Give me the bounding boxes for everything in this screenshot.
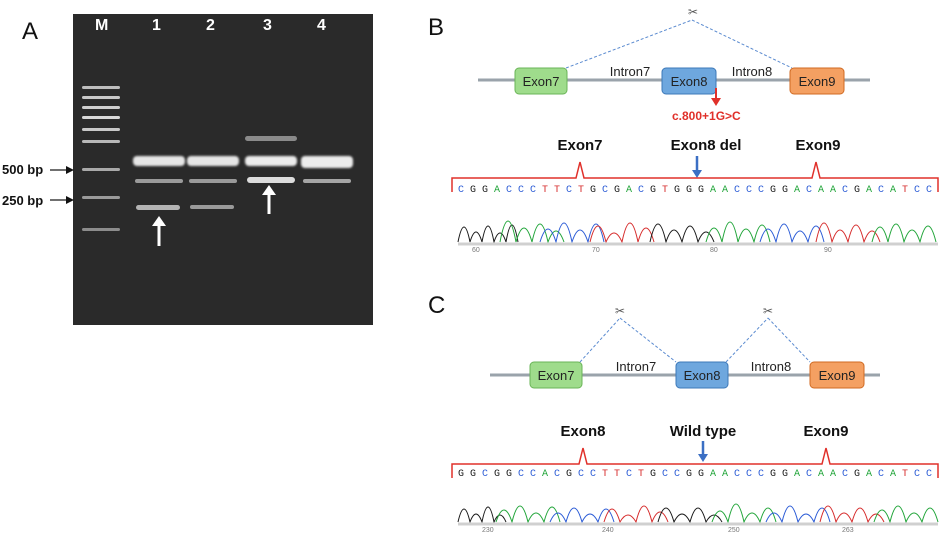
- exon9-box: [789, 67, 845, 95]
- bracket-right: [697, 161, 939, 192]
- lane-label-4: 4: [317, 17, 326, 34]
- arrow-down-icon: [692, 170, 702, 178]
- tick-b-70: 70: [592, 247, 600, 254]
- bracket-right: [703, 447, 939, 478]
- arrow-down-icon: [698, 454, 708, 462]
- annotation-exon8-del: Exon8 del: [671, 137, 742, 154]
- panel-b-diagram: ✂ Exon7 Exon8 Exon9 Intron7 Intron8 c.80…: [451, 5, 939, 254]
- scissors-icon: ✂: [763, 304, 773, 318]
- exon8-label: Exon8: [684, 368, 721, 383]
- lane-3-band-top: [245, 136, 297, 141]
- scissors-icon: ✂: [688, 5, 698, 19]
- size-label-250: 250 bp: [2, 193, 44, 208]
- intron7-label: Intron7: [616, 359, 656, 374]
- size-arrows: [50, 166, 74, 204]
- annotation-exon9: Exon9: [795, 137, 840, 154]
- size-label-500: 500 bp: [2, 162, 44, 177]
- lane-3-band-upper: [245, 156, 297, 166]
- tick-b-90: 90: [824, 247, 832, 254]
- lane-4-band-upper: [301, 156, 353, 168]
- bracket-left: [451, 161, 697, 192]
- tick-b-60: 60: [472, 247, 480, 254]
- tick-b-80: 80: [710, 247, 718, 254]
- arrow-right-icon: [66, 166, 74, 174]
- exon9-label: Exon9: [799, 74, 836, 89]
- annotation-exon9: Exon9: [803, 423, 848, 440]
- lane-2-band-upper: [187, 156, 239, 166]
- tick-c-250: 250: [728, 527, 740, 534]
- exon7-label: Exon7: [523, 74, 560, 89]
- exon8-box: [661, 67, 717, 95]
- arrow-up-icon: [262, 185, 276, 195]
- lane-label-2: 2: [206, 17, 215, 34]
- intron8-label: Intron8: [732, 64, 772, 79]
- exon9-box: [809, 361, 865, 389]
- bracket-left: [451, 447, 703, 478]
- arrow-down-icon: [711, 98, 721, 106]
- arrow-up-icon: [152, 216, 166, 226]
- annotation-exon8: Exon8: [560, 423, 605, 440]
- ladder: [82, 86, 120, 236]
- mutation-label: c.800+1G>C: [672, 109, 741, 123]
- lane-4-band-mid: [303, 179, 351, 183]
- exon9-label: Exon9: [819, 368, 856, 383]
- lane-label-3: 3: [263, 17, 272, 34]
- lane-3-band-mid: [247, 177, 295, 183]
- panel-a-label: A: [22, 18, 39, 45]
- lane-1-band-upper: [133, 156, 185, 166]
- scissors-icon: ✂: [615, 304, 625, 318]
- tick-c-240: 240: [602, 527, 614, 534]
- panel-c-label: C: [428, 292, 446, 319]
- exon7-box: [529, 361, 583, 389]
- chromatogram-c: [457, 503, 939, 526]
- annotation-exon7: Exon7: [557, 137, 602, 154]
- lane-2-band-lower: [190, 205, 234, 209]
- exon7-box: [514, 67, 568, 95]
- tick-c-263: 263: [842, 527, 854, 534]
- intron8-label: Intron8: [751, 359, 791, 374]
- panel-b-label: B: [428, 14, 445, 41]
- lane-label-1: 1: [152, 17, 161, 34]
- lane-1-band-lower: [136, 205, 180, 210]
- exon8-box: [675, 361, 729, 389]
- gel-arrows: [152, 185, 276, 246]
- arrow-right-icon: [66, 196, 74, 204]
- annotation-wild-type: Wild type: [670, 423, 737, 440]
- gel-image: M 1 2 3 4: [73, 14, 373, 325]
- tick-c-230: 230: [482, 527, 494, 534]
- lane-1-band-mid: [135, 179, 183, 183]
- intron7-label: Intron7: [610, 64, 650, 79]
- lane-2-band-mid: [189, 179, 237, 183]
- exon7-label: Exon7: [538, 368, 575, 383]
- lane-label-m: M: [95, 17, 109, 34]
- exon8-label: Exon8: [671, 74, 708, 89]
- chromatogram-b: [457, 220, 938, 246]
